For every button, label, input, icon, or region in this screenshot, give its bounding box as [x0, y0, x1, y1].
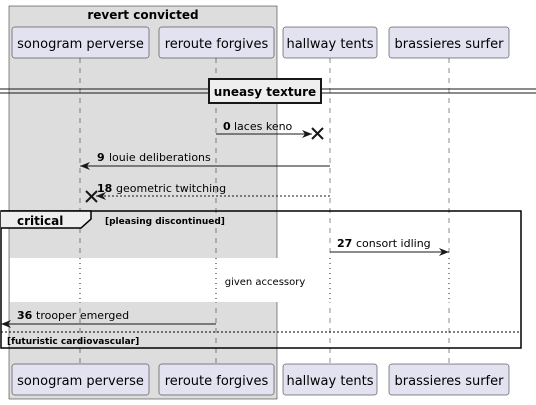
participant-label: reroute forgives	[165, 374, 269, 389]
participant-label: sonogram perverse	[17, 37, 144, 52]
participant-box-revert-convicted	[8, 5, 278, 400]
box-title: revert convicted	[87, 8, 198, 22]
participant-reroute-forgives-top: reroute forgives	[158, 26, 275, 59]
message-number: 0	[223, 120, 231, 133]
participant-label: brassieres surfer	[395, 374, 505, 389]
group-keyword: critical	[17, 214, 63, 228]
message-label: trooper emerged	[36, 309, 129, 322]
message-number: 27	[337, 237, 352, 250]
group-else-condition: [futuristic cardiovascular]	[7, 337, 139, 347]
message-label: louie deliberations	[109, 151, 211, 164]
delay: given accessory	[10, 258, 520, 302]
group-condition: [pleasing discontinued]	[105, 217, 225, 227]
destroy-icon	[85, 190, 98, 203]
participant-label: hallway tents	[286, 37, 373, 52]
message-36: 36 trooper emerged	[1, 309, 216, 328]
message-label: geometric twitching	[116, 182, 226, 195]
participant-label: brassieres surfer	[395, 37, 505, 52]
message-18: 18 geometric twitching	[85, 182, 330, 203]
message-number: 36	[17, 309, 33, 322]
participant-brassieres-surfer-bottom: brassieres surfer	[388, 363, 510, 396]
participant-hallway-tents-bottom: hallway tents	[282, 363, 378, 396]
participant-label: hallway tents	[286, 374, 373, 389]
message-27: 27 consort idling	[330, 237, 449, 256]
participant-label: reroute forgives	[165, 37, 269, 52]
message-number: 18	[97, 182, 112, 195]
divider-uneasy-texture: uneasy texture	[0, 78, 536, 104]
participant-label: sonogram perverse	[17, 374, 144, 389]
participant-hallway-tents-top: hallway tents	[282, 26, 378, 59]
participant-sonogram-perverse-bottom: sonogram perverse	[11, 363, 150, 396]
participant-reroute-forgives-bottom: reroute forgives	[158, 363, 275, 396]
destroy-icon	[311, 127, 324, 140]
message-label: consort idling	[356, 237, 431, 250]
delay-label: given accessory	[225, 277, 306, 288]
participant-brassieres-surfer-top: brassieres surfer	[388, 26, 510, 59]
group-critical: critical [pleasing discontinued] [futuri…	[0, 210, 522, 349]
message-number: 9	[97, 151, 105, 164]
message-0: 0 laces keno	[216, 120, 324, 140]
message-label: laces keno	[234, 120, 293, 133]
participant-sonogram-perverse-top: sonogram perverse	[11, 26, 150, 59]
message-9: 9 louie deliberations	[80, 151, 330, 170]
divider-label: uneasy texture	[214, 85, 316, 99]
